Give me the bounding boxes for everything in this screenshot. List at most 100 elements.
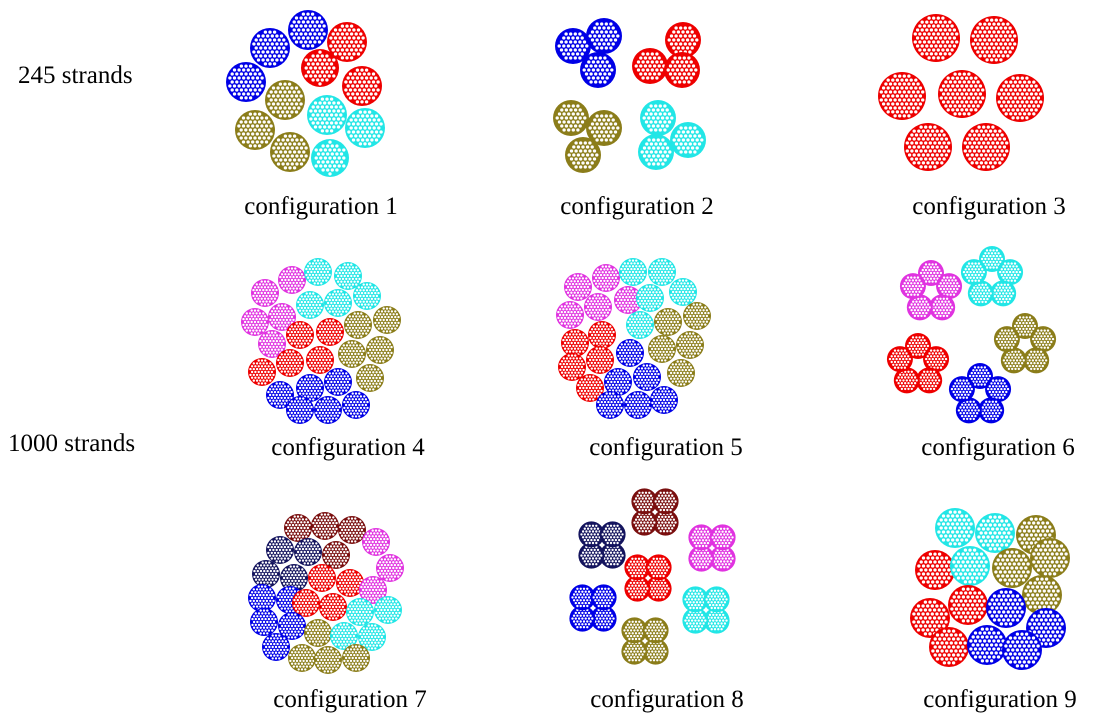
strand bbox=[690, 311, 694, 315]
strand bbox=[356, 323, 360, 327]
strand bbox=[297, 300, 300, 304]
strand bbox=[583, 116, 587, 120]
strand bbox=[588, 392, 592, 395]
strand bbox=[945, 297, 949, 300]
strand bbox=[340, 280, 343, 283]
strand bbox=[569, 108, 573, 112]
strand bbox=[288, 333, 292, 337]
strand bbox=[898, 74, 902, 78]
strand bbox=[604, 328, 607, 331]
strand bbox=[336, 307, 340, 310]
strand bbox=[345, 40, 349, 44]
strand bbox=[248, 136, 253, 140]
strand bbox=[971, 88, 976, 92]
strand bbox=[268, 54, 272, 58]
strand bbox=[620, 267, 623, 271]
caption-configuration-7: configuration 7 bbox=[273, 686, 426, 714]
strand bbox=[302, 322, 305, 325]
strand bbox=[702, 314, 705, 318]
strand bbox=[271, 86, 276, 90]
strand bbox=[923, 271, 926, 275]
strand bbox=[263, 291, 267, 295]
strand bbox=[315, 358, 318, 362]
strand bbox=[946, 108, 950, 112]
strand bbox=[349, 406, 353, 410]
strand bbox=[650, 270, 654, 274]
strand bbox=[669, 262, 672, 265]
strand bbox=[337, 148, 341, 152]
strand bbox=[373, 368, 377, 371]
strand bbox=[583, 149, 587, 153]
strand bbox=[952, 28, 957, 32]
strand bbox=[367, 291, 370, 295]
strand bbox=[941, 100, 946, 104]
strand bbox=[592, 353, 595, 356]
strand bbox=[318, 353, 322, 356]
strand bbox=[257, 309, 260, 312]
strand bbox=[560, 310, 563, 314]
strand bbox=[333, 380, 336, 384]
strand bbox=[588, 288, 591, 292]
strand bbox=[1032, 80, 1036, 84]
strand bbox=[330, 333, 333, 337]
strand bbox=[306, 265, 310, 268]
strand bbox=[668, 374, 671, 378]
strand bbox=[346, 92, 350, 96]
strand bbox=[568, 288, 571, 292]
strand bbox=[638, 357, 642, 360]
strand bbox=[576, 145, 581, 149]
strand bbox=[921, 306, 925, 309]
strand bbox=[938, 20, 943, 24]
strand bbox=[630, 273, 633, 277]
strand bbox=[697, 306, 700, 309]
strand bbox=[390, 315, 394, 319]
strand bbox=[650, 60, 654, 64]
strand bbox=[244, 136, 248, 140]
strand bbox=[320, 105, 325, 109]
strand bbox=[317, 24, 322, 28]
strand bbox=[642, 296, 645, 300]
strand bbox=[663, 158, 667, 162]
strand bbox=[951, 100, 955, 104]
strand bbox=[962, 112, 966, 116]
strand bbox=[641, 276, 645, 279]
strand bbox=[290, 342, 293, 345]
strand bbox=[988, 153, 993, 157]
cable-2-10 bbox=[670, 122, 706, 158]
strand bbox=[359, 400, 363, 404]
strand bbox=[377, 385, 380, 388]
strand bbox=[681, 30, 685, 34]
strand bbox=[360, 329, 363, 332]
strand bbox=[673, 287, 676, 291]
strand bbox=[306, 62, 311, 66]
strand bbox=[331, 383, 335, 387]
strand bbox=[598, 276, 601, 280]
strand bbox=[918, 311, 921, 315]
strand bbox=[370, 130, 374, 134]
strand bbox=[688, 126, 692, 130]
strand bbox=[320, 383, 323, 387]
strand bbox=[559, 40, 564, 44]
strand bbox=[279, 50, 284, 54]
strand bbox=[670, 293, 673, 297]
strand bbox=[605, 302, 608, 306]
strand bbox=[583, 285, 586, 289]
strand bbox=[338, 389, 341, 392]
strand bbox=[333, 307, 336, 310]
strand bbox=[252, 317, 255, 321]
strand bbox=[635, 270, 638, 274]
strand bbox=[274, 142, 278, 146]
strand bbox=[325, 330, 328, 334]
strand bbox=[914, 133, 919, 137]
strand bbox=[583, 383, 587, 387]
strand bbox=[600, 406, 603, 410]
strand bbox=[297, 306, 300, 310]
strand bbox=[307, 383, 310, 387]
strand bbox=[1025, 84, 1029, 88]
strand bbox=[682, 338, 685, 341]
strand bbox=[643, 305, 647, 308]
strand bbox=[649, 104, 653, 108]
strand bbox=[318, 298, 322, 301]
strand bbox=[595, 392, 598, 395]
strand bbox=[252, 50, 256, 54]
